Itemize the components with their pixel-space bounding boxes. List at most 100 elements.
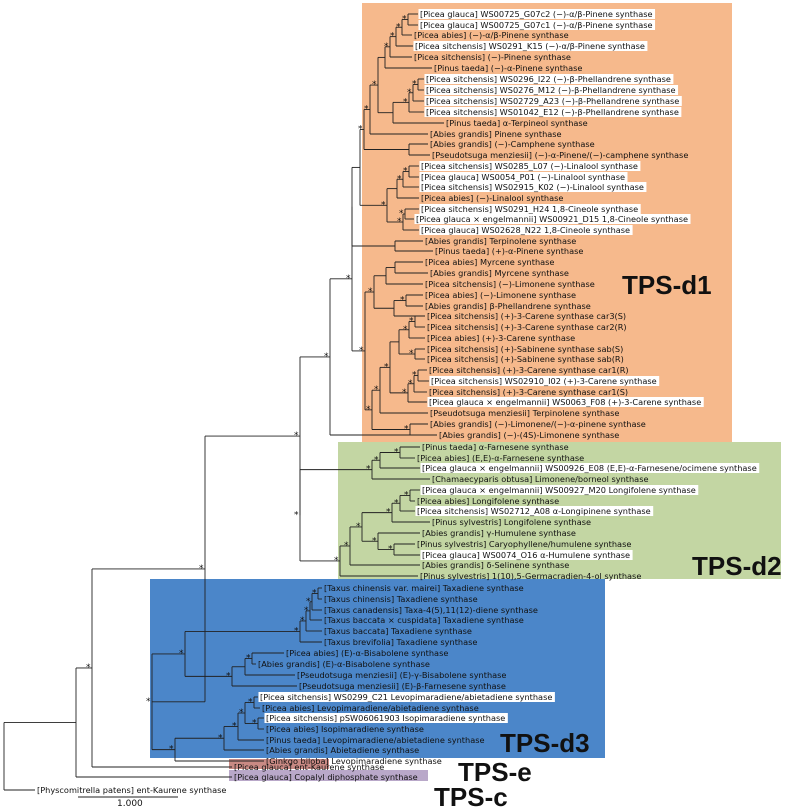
support-star: *	[404, 425, 409, 435]
leaf-label: [Taxus chinensis] Taxadiene synthase	[324, 594, 478, 604]
leaf-label: [Picea sitchensis] WS0299_C21 Levopimara…	[260, 692, 552, 702]
support-star: *	[402, 388, 407, 398]
support-star: *	[346, 274, 351, 284]
leaf-highlight	[415, 506, 654, 516]
leaf-labels: [Picea glauca] WS00725_G07c2 (−)-α/β-Pin…	[37, 9, 760, 795]
leaf-label: [Picea sitchensis] WS0296_I22 (−)-β-Phel…	[426, 74, 671, 84]
leaf-highlight	[419, 204, 641, 214]
scale-bar-label: 1.000	[117, 799, 143, 809]
group-label-tps-d3: TPS-d3	[500, 728, 590, 758]
leaf-label: [Physcomitrella patens] ent-Kaurene synt…	[37, 785, 226, 795]
support-star: *	[334, 556, 339, 566]
leaf-label: [Picea abies] Levopimaradiene/abietadien…	[262, 703, 479, 713]
leaf-label: [Picea sitchensis] (−)-Limonene synthase	[425, 279, 595, 289]
support-star: *	[408, 379, 413, 389]
support-star: *	[374, 385, 379, 395]
support-star: *	[403, 167, 408, 177]
leaf-label: [Picea abies] Longifolene synthase	[417, 496, 559, 506]
support-star: *	[359, 346, 364, 356]
leaf-label: [Picea sitchensis] WS0291_K15 (−)-α/β-Pi…	[415, 41, 645, 51]
leaf-label: [Picea sitchensis] WS02910_I02 (+)-3-Car…	[431, 376, 657, 386]
leaf-label: [Picea glauca] ent-Kaurene synthase	[234, 762, 384, 772]
leaf-highlight	[414, 214, 691, 224]
leaf-label: [Pinus sylvestris] 1(10),5-Germacradien-…	[420, 571, 641, 581]
support-star: *	[412, 80, 417, 90]
support-star: *	[344, 541, 349, 551]
leaf-label: [Picea abies] (−)-Linalool synthase	[421, 193, 563, 203]
leaf-highlight	[424, 74, 674, 84]
clade-box-tps-e	[229, 759, 329, 769]
leaf-label: [Picea abies] Myrcene synthase	[425, 257, 554, 267]
leaf-label: [Pinus taeda] α-Farnesene synthase	[422, 442, 569, 452]
leaf-label: [Picea sitchensis] WS0276_M12 (−)-β-Phel…	[426, 85, 676, 95]
leaf-label: [Picea sitchensis] (+)-3-Carene synthase…	[427, 311, 626, 321]
leaf-label: [Pinus taeda] Levopimaradiene/abietadien…	[266, 735, 485, 745]
leaf-label: [Abies grandis] γ-Humulene synthase	[422, 528, 576, 538]
leaf-label: [Taxus baccata] Taxadiene synthase	[324, 626, 472, 636]
leaf-label: [Picea sitchensis] WS02729_A23 (−)-β-Phe…	[426, 96, 679, 106]
support-star: *	[394, 498, 399, 508]
leaf-label: [Picea sitchensis] (+)-3-Carene synthase…	[429, 387, 628, 397]
leaf-label: [Abies grandis] δ-Selinene synthase	[422, 560, 569, 570]
support-star: *	[390, 32, 395, 42]
support-star: *	[358, 125, 363, 135]
leaf-label: [Pseudotsuga menziesii] (E)-β-Farnesene …	[299, 681, 506, 691]
leaf-highlight	[419, 172, 628, 182]
support-star: *	[397, 217, 402, 227]
leaf-label: [Picea abies] (−)-α/β-Pinene synthase	[414, 30, 569, 40]
support-star: *	[388, 545, 393, 555]
leaf-label: [Picea glauca] WS00725_G07c1 (−)-α/β-Pin…	[420, 20, 653, 30]
leaf-highlight	[424, 107, 682, 117]
support-star: *	[374, 455, 379, 465]
group-label-tps-e: TPS-e	[458, 757, 532, 787]
support-star: *	[400, 296, 405, 306]
leaf-label: [Taxus canadensis] Taxa-4(5),11(12)-dien…	[324, 605, 538, 615]
leaf-label: [Picea sitchensis] (+)-3-Carene synthase…	[427, 322, 627, 332]
leaf-label: [Picea abies] Isopimaradiene synthase	[266, 724, 424, 734]
leaf-label: [Abies grandis] Myrcene synthase	[430, 268, 569, 278]
leaf-label: [Taxus chinensis var. mairei] Taxadiene …	[324, 583, 524, 593]
leaf-label: [Picea sitchensis] WS0291_H24 1,8-Cineol…	[421, 204, 638, 214]
leaf-label: [Picea sitchensis] (+)-Sabinene synthase…	[427, 344, 623, 354]
group-label-tps-d1: TPS-d1	[622, 270, 712, 300]
support-star: *	[169, 745, 174, 755]
support-star: *	[384, 42, 389, 52]
support-markers: ****************************************…	[86, 15, 417, 755]
support-star: *	[407, 88, 412, 98]
support-star: *	[312, 589, 317, 599]
leaf-label: [Pinus taeda] (−)-α-Pinene synthase	[434, 63, 582, 73]
support-star: *	[86, 663, 91, 673]
leaf-label: [Picea glauca × engelmannii] WS00927_M20…	[422, 485, 696, 495]
leaf-highlight	[420, 463, 760, 473]
support-star: *	[384, 362, 389, 372]
leaf-label: [Picea glauca] WS0054_P01 (−)-Linalool s…	[421, 172, 625, 182]
support-star: *	[397, 174, 402, 184]
support-star: *	[239, 708, 244, 718]
support-star: *	[179, 649, 184, 659]
support-star: *	[300, 616, 305, 626]
leaf-label: [Picea glauca] WS00725_G07c2 (−)-α/β-Pin…	[420, 9, 653, 19]
leaf-label: [Picea glauca × engelmannii] WS00921_D15…	[416, 214, 688, 224]
leaf-label: [Picea sitchensis] WS02915_K02 (−)-Linal…	[421, 182, 644, 192]
leaf-label: [Taxus baccata × cuspidata] Taxadiene sy…	[324, 615, 524, 625]
support-star: *	[404, 491, 409, 501]
support-star: *	[364, 105, 369, 115]
support-star: *	[394, 448, 399, 458]
leaf-label: [Abies grandis] (−)-Camphene synthase	[430, 139, 595, 149]
support-star: *	[294, 510, 299, 520]
support-star: *	[324, 352, 329, 362]
leaf-label: [Abies grandis] (E)-α-Bisabolene synthas…	[258, 659, 430, 669]
support-star: *	[386, 508, 391, 518]
clade-box-tps-c	[229, 770, 428, 781]
support-star: *	[381, 200, 386, 210]
leaf-label: [Picea abies] (E,E)-α-Farnesene synthase	[417, 453, 584, 463]
support-star: *	[306, 597, 311, 607]
support-star: *	[366, 465, 371, 475]
leaf-label: [Pseudotsuga menziesii] Terpinolene synt…	[430, 408, 619, 418]
support-star: *	[199, 564, 204, 574]
support-star: *	[403, 97, 408, 107]
leaf-highlight	[413, 41, 648, 51]
leaf-label: [Abies grandis] (−)-(4S)-Limonene syntha…	[439, 430, 619, 440]
leaf-label: [Picea sitchensis] WS02712_A08 α-Longipi…	[417, 506, 651, 516]
support-star: *	[252, 719, 257, 729]
